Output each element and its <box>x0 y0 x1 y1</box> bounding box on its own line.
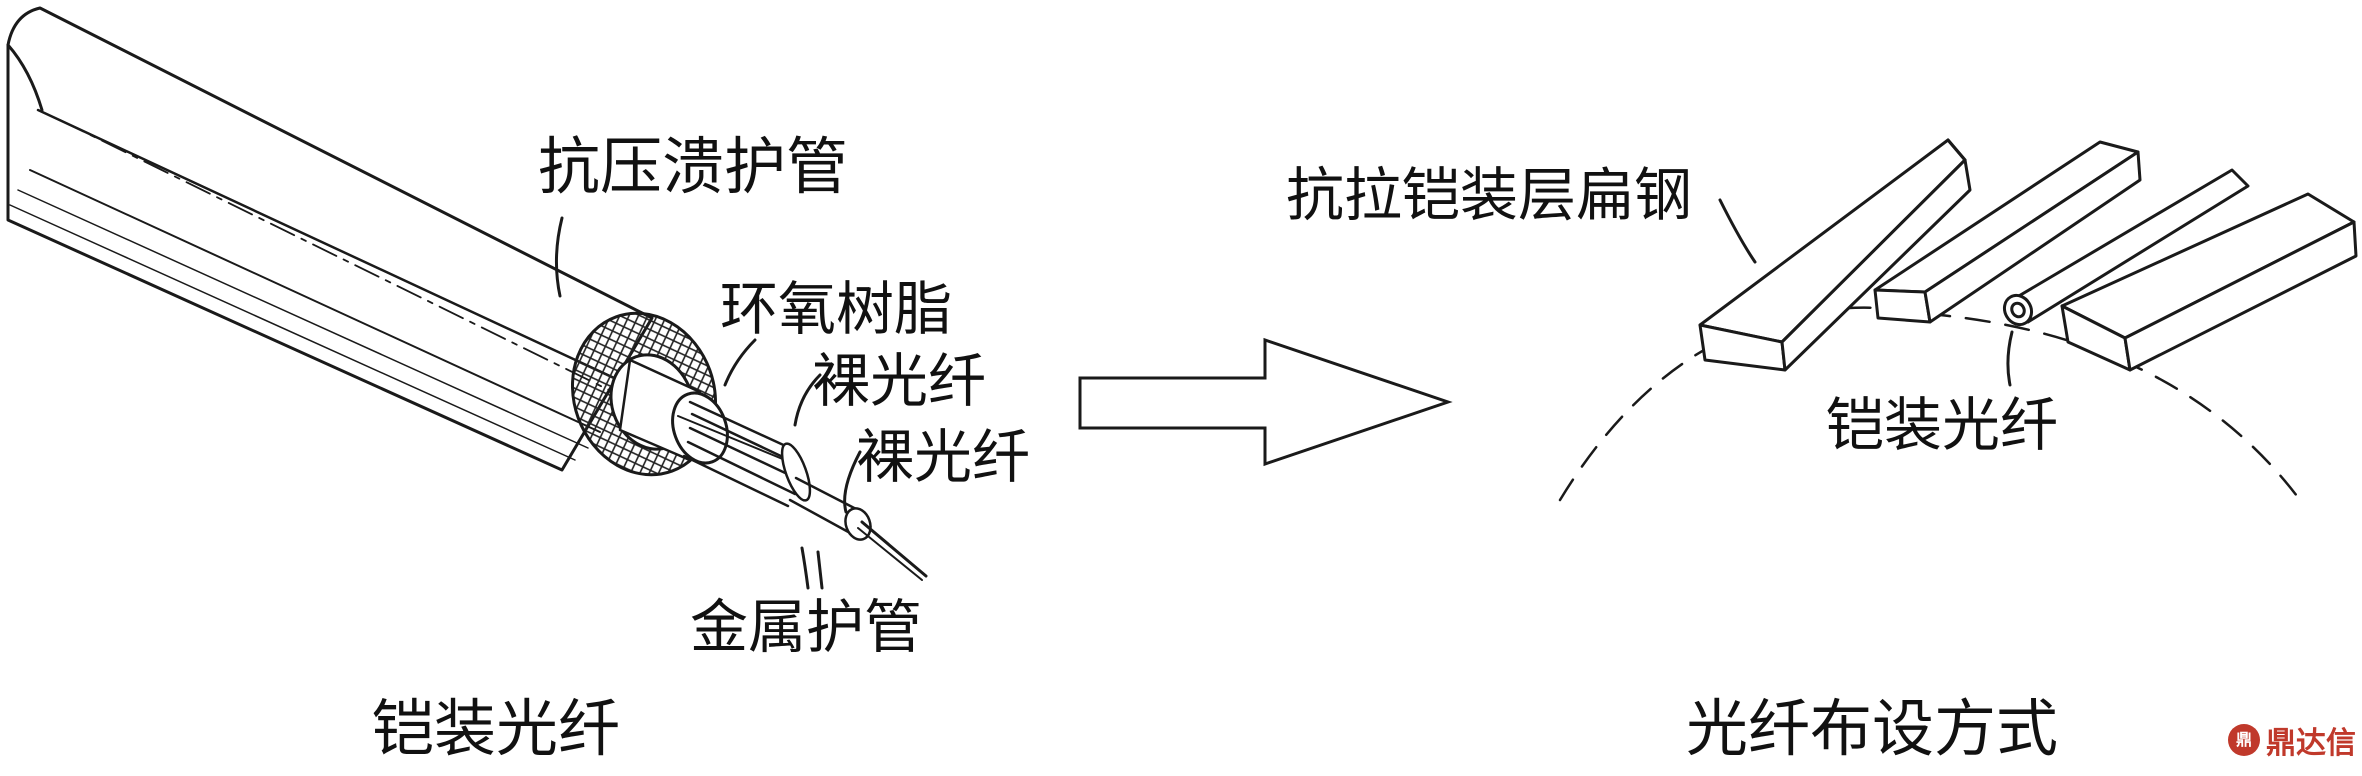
armor-steel-label: 抗拉铠装层扁钢 <box>1286 161 1693 229</box>
metal-tube <box>788 476 864 536</box>
flat-steel-strip-3 <box>2060 192 2358 372</box>
armored-fiber-label: 铠装光纤 <box>1826 391 2059 459</box>
flat-steel-strip-2 <box>1873 140 2142 324</box>
right-caption: 光纤布设方式 <box>1686 692 2059 765</box>
crush-tube-body <box>6 6 654 472</box>
laying-method-illustration <box>1558 138 2358 502</box>
armored-cable-illustration <box>6 6 928 590</box>
bare-fiber-tail <box>860 520 928 578</box>
watermark: 鼎 鼎达信 <box>2228 718 2356 762</box>
flow-arrow <box>1078 337 1453 467</box>
epoxy-label: 环氧树脂 <box>720 275 953 343</box>
left-caption: 铠装光纤 <box>372 692 621 765</box>
watermark-seal-icon: 鼎 <box>2228 724 2260 756</box>
bare-fiber-label-1: 裸光纤 <box>812 347 987 415</box>
bare-fiber-label-2: 裸光纤 <box>856 423 1031 491</box>
crush-tube-label: 抗压溃护管 <box>538 130 849 203</box>
flat-steel-strip-1 <box>1698 138 1972 372</box>
metal-tube-label: 金属护管 <box>690 593 923 661</box>
watermark-text: 鼎达信 <box>2266 726 2356 761</box>
armored-fiber-section <box>2002 168 2250 327</box>
